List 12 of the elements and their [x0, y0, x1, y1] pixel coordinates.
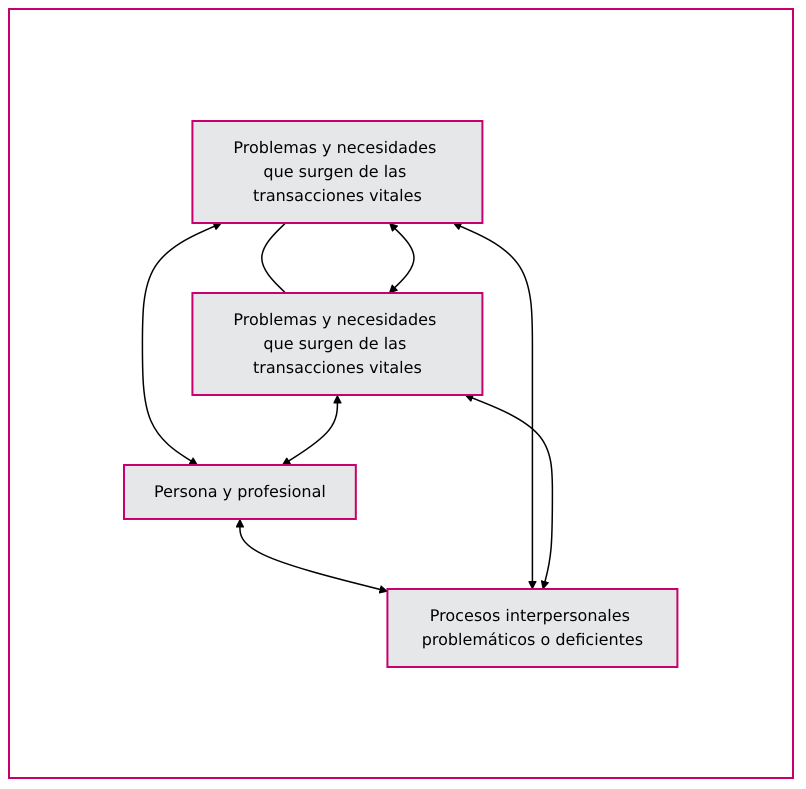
node-box: [192, 292, 484, 396]
arrow: [282, 394, 342, 465]
page-frame: Problemas y necesidades que surgen de las transacciones vitales Problemas y necesidades que surgen de las transacciones vitales Persona y profesional Procesos interpersonales problemáticos o deficientes: [8, 8, 794, 779]
node-box: [386, 587, 679, 668]
arrow: [389, 222, 416, 293]
node-box: [192, 120, 484, 224]
arrow: [453, 222, 538, 589]
node-box: [123, 464, 358, 520]
connector: [261, 222, 286, 294]
arrow: [236, 518, 388, 594]
arrow: [142, 222, 222, 465]
arrow: [465, 394, 554, 589]
